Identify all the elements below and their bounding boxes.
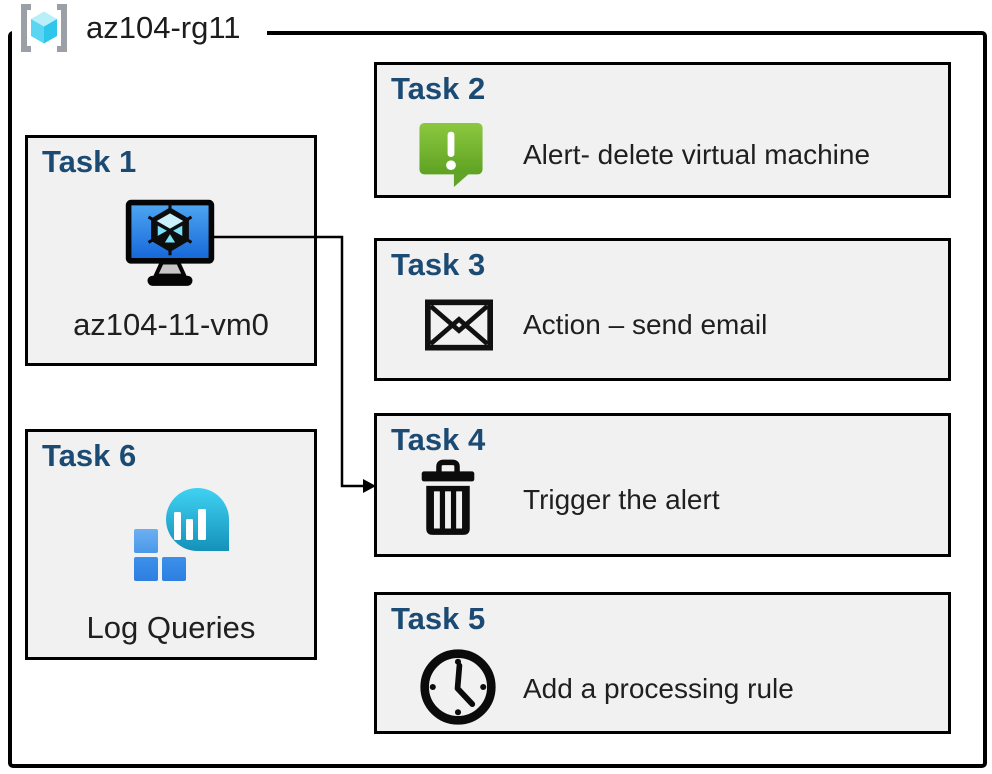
email-icon <box>425 299 493 351</box>
task6-box: Task 6 Log Queries <box>25 429 317 660</box>
task1-label: az104-11-vm0 <box>73 307 269 342</box>
task3-label: Action – send email <box>523 309 768 340</box>
task4-label: Trigger the alert <box>523 484 720 515</box>
clock-icon <box>420 649 496 725</box>
task6-label: Log Queries <box>86 610 256 645</box>
task5-title: Task 5 <box>391 601 486 636</box>
trash-icon <box>421 459 475 535</box>
task1-box: Task 1 az104-11-vm0 <box>25 135 317 366</box>
task4-title: Task 4 <box>391 422 486 457</box>
task6-title: Task 6 <box>42 438 137 473</box>
virtual-machine-icon <box>125 199 215 286</box>
task5-box: Task 5 Add a processing rule <box>374 592 951 734</box>
task3-box: Task 3 Action – send email <box>374 238 951 381</box>
resource-group-legend: az104-rg11 <box>12 0 267 56</box>
task4-box: Task 4 Trigger the alert <box>374 413 951 557</box>
task3-title: Task 3 <box>391 247 486 282</box>
task2-label: Alert- delete virtual machine <box>523 139 871 170</box>
resource-group-icon <box>21 4 67 52</box>
task2-box: Task 2 Alert- delete virtual machine <box>374 62 951 198</box>
alert-icon <box>419 122 483 188</box>
resource-group-name: az104-rg11 <box>86 10 241 45</box>
task2-title: Task 2 <box>391 71 486 106</box>
task1-title: Task 1 <box>42 144 137 179</box>
task5-label: Add a processing rule <box>523 673 794 704</box>
log-queries-icon <box>134 488 229 581</box>
